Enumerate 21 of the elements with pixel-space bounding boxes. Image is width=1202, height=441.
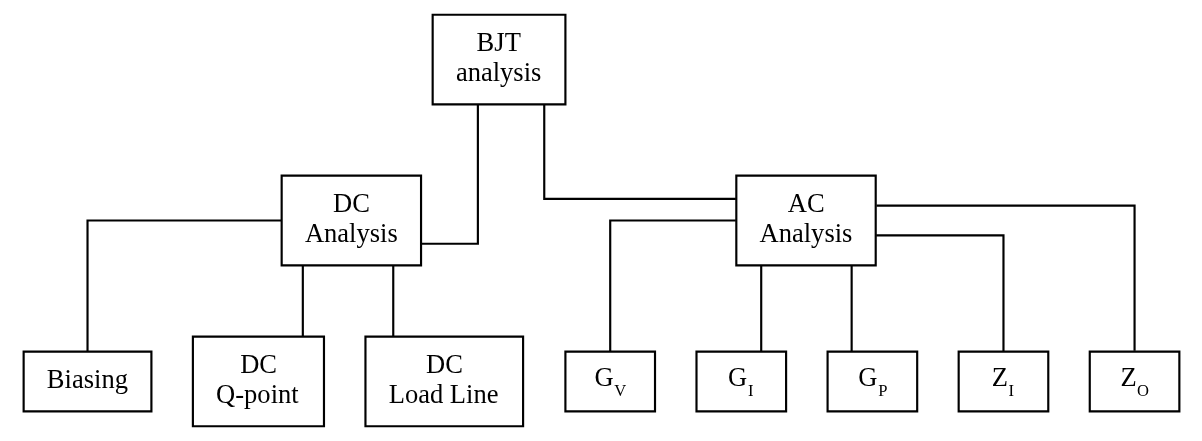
node-box: Z$_{O}$ xyxy=(1088,350,1180,413)
node-box: G$_{P}$ xyxy=(826,350,918,413)
node-box: DC Q-point xyxy=(191,335,325,428)
connector xyxy=(420,104,479,245)
node-box: DC Load Line xyxy=(363,335,524,428)
connector xyxy=(391,265,394,337)
node-box: BJT analysis xyxy=(431,13,566,106)
node-box: G$_{V}$ xyxy=(563,350,656,413)
connector xyxy=(850,265,853,352)
connector xyxy=(542,104,736,200)
node-box: Biasing xyxy=(22,350,152,413)
connector xyxy=(759,265,762,352)
node-box: G$_{I}$ xyxy=(694,350,787,413)
connector xyxy=(608,219,736,352)
node-box: DC Analysis xyxy=(280,174,422,267)
connector xyxy=(301,265,304,337)
connector xyxy=(875,234,1005,352)
node-box: AC Analysis xyxy=(734,174,877,267)
connector xyxy=(876,204,1136,351)
connector xyxy=(85,219,281,352)
node-box: Z$_{I}$ xyxy=(957,350,1049,413)
